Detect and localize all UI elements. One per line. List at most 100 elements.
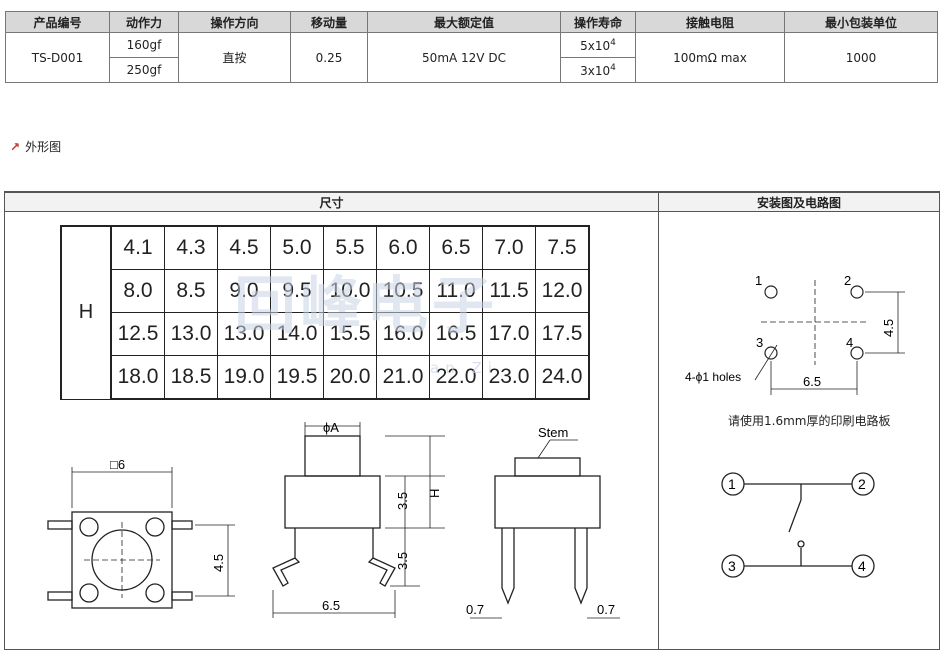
circuit-node-2: 2 bbox=[858, 476, 866, 492]
hole-icon bbox=[764, 285, 778, 299]
body-outline bbox=[71, 511, 173, 609]
front-view-drawing: ϕA 3.5 H 3.5 6.5 bbox=[272, 420, 445, 618]
circuit-node-3: 3 bbox=[728, 558, 736, 574]
h-cell: 11.5 bbox=[482, 269, 536, 313]
corner-circle bbox=[145, 583, 165, 603]
h-label: H bbox=[60, 225, 112, 400]
h-cell: 20.0 bbox=[323, 355, 377, 400]
front-h2-label: 3.5 bbox=[395, 552, 410, 570]
force-value: 250gf bbox=[109, 57, 179, 83]
h-cell: 16.0 bbox=[376, 312, 430, 356]
h-row: 18.0 18.5 19.0 19.5 20.0 21.0 22.0 23.0 … bbox=[61, 355, 590, 400]
h-cell: 13.0 bbox=[217, 312, 271, 356]
stem-outline bbox=[514, 457, 581, 477]
install-panel-title: 安装图及电路图 bbox=[658, 192, 940, 212]
h-row: H 4.1 4.3 4.5 5.0 5.5 6.0 6.5 7.0 7.5 bbox=[60, 225, 590, 400]
rating-value: 50mA 12V DC bbox=[367, 32, 561, 83]
h-cell: 5.0 bbox=[270, 225, 324, 270]
h-cell: 23.0 bbox=[482, 355, 536, 400]
pin-4-label: 4 bbox=[846, 335, 853, 350]
h-cell: 24.0 bbox=[535, 355, 590, 400]
h-cell: 16.5 bbox=[429, 312, 483, 356]
corner-circle bbox=[79, 517, 99, 537]
part-number: TS-D001 bbox=[5, 32, 110, 83]
h-cell: 17.0 bbox=[482, 312, 536, 356]
spec-header: 操作寿命 bbox=[560, 11, 636, 33]
outline-section-label: ↗ 外形图 bbox=[10, 138, 61, 155]
pin-tab bbox=[47, 591, 73, 601]
front-h-label: H bbox=[427, 489, 442, 498]
h-row: 12.5 13.0 13.0 14.0 15.5 16.0 16.5 17.0 … bbox=[61, 312, 590, 356]
life-value: 3x104 bbox=[560, 57, 636, 83]
h-cell: 22.0 bbox=[429, 355, 483, 400]
h-cell: 17.5 bbox=[535, 312, 590, 356]
life-exponent: 4 bbox=[610, 37, 616, 48]
force-value: 160gf bbox=[109, 32, 179, 58]
h-cell: 18.5 bbox=[164, 355, 218, 400]
top-height-label: 4.5 bbox=[211, 554, 226, 572]
spec-row: TS-D001 160gf 直按 0.25 50mA 12V DC 5x104 … bbox=[5, 32, 938, 83]
install-layout-drawing: 1 2 3 4 4.5 4-ϕ1 holes 6.5 bbox=[685, 273, 905, 395]
outline-label-text: 外形图 bbox=[25, 140, 62, 154]
h-cell: 13.0 bbox=[164, 312, 218, 356]
pin-tab bbox=[171, 591, 193, 601]
top-view-drawing: □6 4.5 bbox=[47, 457, 235, 609]
pin-2-label: 2 bbox=[844, 273, 851, 288]
h-cell: 8.5 bbox=[164, 269, 218, 313]
watermark-text: 回峰电子 bbox=[234, 269, 499, 342]
h-cell: 4.5 bbox=[217, 225, 271, 270]
install-h-dim: 6.5 bbox=[803, 374, 821, 389]
h-cell: 7.0 bbox=[482, 225, 536, 270]
direction-value: 直按 bbox=[178, 32, 291, 83]
panel-divider bbox=[658, 191, 659, 650]
circuit-diagram: 1 2 3 4 bbox=[721, 472, 875, 578]
corner-circle bbox=[145, 517, 165, 537]
life-value: 5x104 bbox=[560, 32, 636, 58]
spec-header: 最小包装单位 bbox=[784, 11, 938, 33]
spec-header: 接触电阻 bbox=[635, 11, 785, 33]
front-phi-label: ϕA bbox=[323, 420, 339, 435]
spec-header: 操作方向 bbox=[178, 11, 291, 33]
min-pack-value: 1000 bbox=[784, 32, 938, 83]
front-h1-label: 3.5 bbox=[395, 492, 410, 510]
h-cell: 6.5 bbox=[429, 225, 483, 270]
h-cell: 9.0 bbox=[217, 269, 271, 313]
pin-3-label: 3 bbox=[756, 335, 763, 350]
h-cell: 10.0 bbox=[323, 269, 377, 313]
pcb-note: 请使用1.6mm厚的印刷电路板 bbox=[728, 414, 891, 428]
hole-icon bbox=[850, 346, 864, 360]
stem-outline bbox=[304, 435, 361, 477]
front-width-label: 6.5 bbox=[322, 598, 340, 613]
switch-contact bbox=[788, 499, 802, 533]
drawing-frame bbox=[4, 191, 940, 650]
h-cell: 21.0 bbox=[376, 355, 430, 400]
h-cell: 18.0 bbox=[110, 355, 165, 400]
side-stem-label: Stem bbox=[538, 425, 568, 440]
travel-value: 0.25 bbox=[290, 32, 368, 83]
life-base: 5x10 bbox=[580, 38, 611, 53]
pin-1-label: 1 bbox=[755, 273, 762, 288]
life-exponent: 4 bbox=[610, 62, 616, 73]
h-cell: 4.1 bbox=[110, 225, 165, 270]
body-outline bbox=[494, 475, 601, 529]
spec-row: 250gf 3x104 bbox=[6, 57, 938, 83]
hole-icon bbox=[764, 346, 778, 360]
spec-header: 移动量 bbox=[290, 11, 368, 33]
h-cell: 11.0 bbox=[429, 269, 483, 313]
spec-header: 动作力 bbox=[109, 11, 179, 33]
side-pin-left-label: 0.7 bbox=[466, 602, 484, 617]
body-outline bbox=[284, 475, 381, 529]
h-cell: 7.5 bbox=[535, 225, 590, 270]
side-view-drawing: Stem 0.7 0.7 bbox=[466, 425, 620, 619]
hole-icon bbox=[850, 285, 864, 299]
h-cell: 19.5 bbox=[270, 355, 324, 400]
arrow-icon: ↗ bbox=[10, 140, 21, 154]
spec-header: 产品编号 bbox=[5, 11, 110, 33]
install-v-dim: 4.5 bbox=[881, 319, 896, 337]
spec-header: 最大额定值 bbox=[367, 11, 561, 33]
switch-pivot bbox=[797, 540, 805, 548]
top-square-label: □6 bbox=[110, 457, 125, 472]
corner-circle bbox=[79, 583, 99, 603]
h-cell: 4.3 bbox=[164, 225, 218, 270]
circuit-node-1: 1 bbox=[728, 476, 736, 492]
